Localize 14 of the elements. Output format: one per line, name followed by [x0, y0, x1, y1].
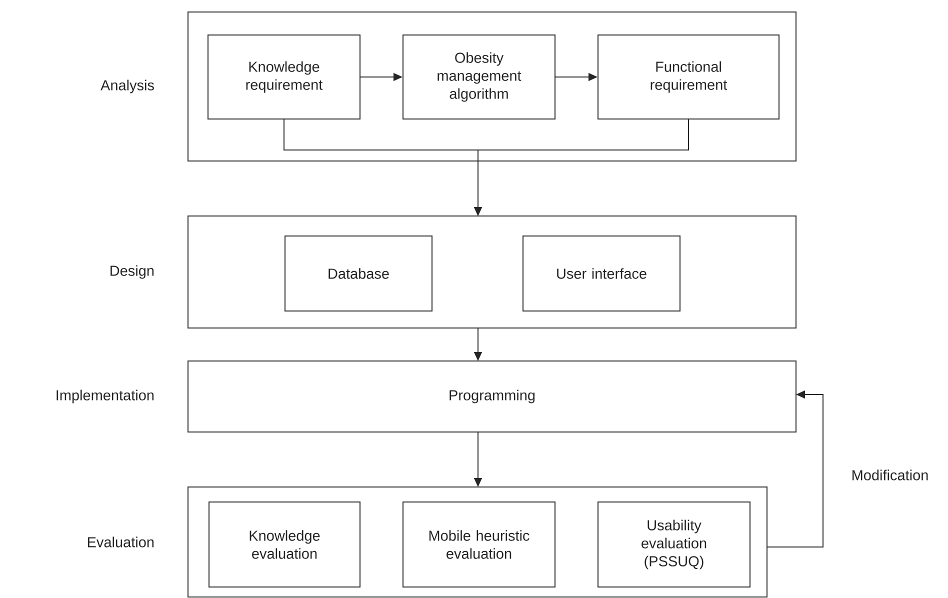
stage-label: Implementation — [56, 390, 154, 404]
stage-label: Analysis — [100, 80, 154, 94]
process-box: Functional requirement — [598, 34, 780, 120]
process-box: Knowledge requirement — [208, 34, 360, 120]
edge-label: Modification — [850, 468, 930, 482]
stage-box: Programming — [188, 360, 796, 432]
process-box: Mobile heuristic evaluation — [402, 502, 556, 588]
stage-label: Design — [110, 265, 154, 279]
process-box: Usability evaluation (PSSUQ) — [598, 502, 750, 588]
stage-label: Evaluation — [88, 536, 154, 548]
process-box: Obesity management algorithm — [402, 34, 556, 120]
process-box: Knowledge evaluation — [208, 502, 360, 588]
process-box: Database — [284, 236, 432, 312]
process-box: User interface — [522, 236, 680, 312]
